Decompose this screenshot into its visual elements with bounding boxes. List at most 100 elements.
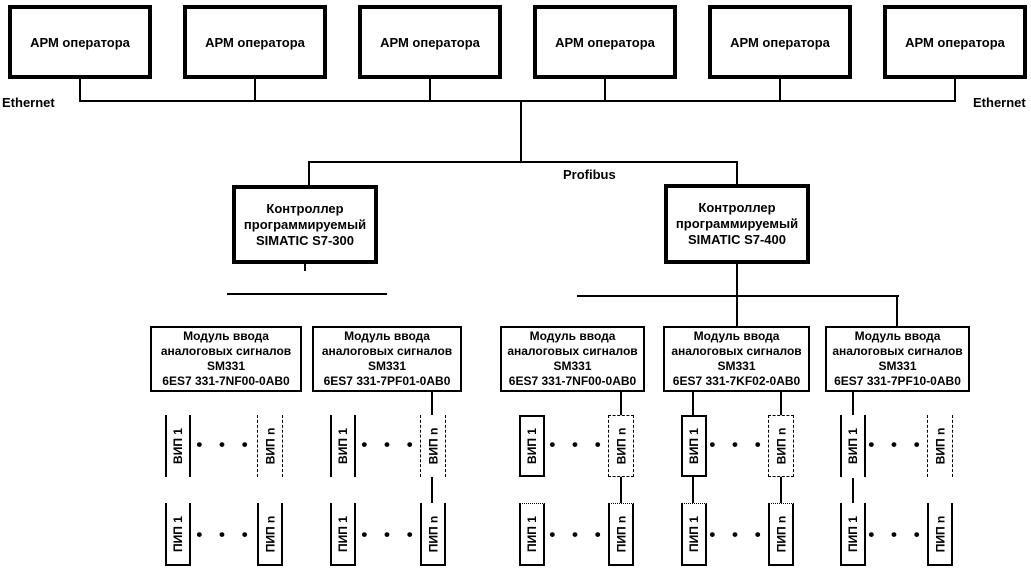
pip-ellipsis: • • • [196,525,254,544]
pip-1-label: ПИП 1 [846,515,861,552]
module-3-box: Модуль ввода аналоговых сигналов SM331 6… [500,326,645,392]
pip-n-box: ПИП n [420,503,446,566]
s7-400-sub-bus-line [577,295,899,297]
arm-operator-box: АРМ оператора [8,5,152,79]
module-5-vip-1-connector-line [852,392,854,415]
arm-drop-line [429,79,431,101]
module-2-box: Модуль ввода аналоговых сигналов SM331 6… [312,326,462,392]
vip-n-label: ВИП n [426,427,440,465]
s7-400-riser-line [736,162,738,184]
vip-1-label: ВИП 1 [525,428,539,464]
vip-n-label: ВИП n [933,427,947,465]
module-5-drop-line [896,296,898,326]
pip-n-box: ПИП n [608,503,634,566]
controller-s7-400-box: Контроллер программируемый SIMATIC S7-40… [664,184,810,264]
module-5-line: аналоговых сигналов [832,344,963,358]
arm-drop-line [779,79,781,101]
module-4-line: аналоговых сигналов [671,344,802,358]
vip-n-box: ВИП n [608,415,634,477]
profibus-bus-line [308,161,738,163]
s7-300-sub-bus-line [227,293,387,295]
ethernet-label-right: Ethernet [973,95,1026,110]
controller-s7-300-line: программируемый [243,216,367,232]
module-5-line: 6ES7 331-7PF10-0AB0 [834,374,961,388]
module-1-line: 6ES7 331-7NF00-0AB0 [162,374,290,388]
vip-1-label: ВИП 1 [846,428,860,464]
pip-ellipsis: • • • [709,525,767,544]
module-2-line: аналоговых сигналов [321,344,453,358]
s7-300-stub-line [304,264,306,271]
pip-1-box: ПИП 1 [840,503,866,566]
vip-1-box: ВИП 1 [840,415,866,477]
module-3-line: аналоговых сигналов [507,344,638,358]
module-3-line: SM331 [553,359,592,373]
pip-n-label: ПИП n [426,515,441,552]
vip-n-box: ВИП n [927,415,953,477]
vip-1-label: ВИП 1 [171,428,185,464]
arm-operator-label: АРМ оператора [730,34,830,50]
module-1-line: Модуль ввода [183,329,269,343]
pip-ellipsis: • • • [549,525,607,544]
arm-drop-line [954,79,956,101]
arm-drop-line [79,79,81,101]
module-5-pip-1-connector-line [852,478,854,503]
module-2-line: Модуль ввода [344,329,430,343]
module-2-pip-n-connector-line [431,477,433,503]
module-3-vip-n-connector-line [620,392,622,415]
controller-s7-300-box: Контроллер программируемый SIMATIC S7-30… [232,185,378,264]
vip-1-label: ВИП 1 [336,428,350,464]
module-4-vip-1-connector-line [692,392,694,415]
arm-operator-label: АРМ оператора [380,34,480,50]
pip-n-box: ПИП n [927,503,953,566]
module-4-pip-1-connector-line [692,477,694,503]
module-1-line: аналоговых сигналов [160,344,292,358]
module-1-box: Модуль ввода аналоговых сигналов SM331 6… [150,326,302,392]
arm-operator-box: АРМ оператора [883,5,1027,79]
vip-ellipsis: • • • [709,435,767,454]
vip-n-label: ВИП n [614,427,628,465]
arm-operator-box: АРМ оператора [533,5,677,79]
module-4-pip-n-connector-line [780,477,782,503]
module-2-line: SM331 [367,359,407,373]
arm-operator-box: АРМ оператора [708,5,852,79]
module-4-drop-line [736,296,738,326]
ethernet-label-left: Ethernet [2,95,55,110]
arm-operator-box: АРМ оператора [183,5,327,79]
pip-1-label: ПИП 1 [687,516,702,552]
controller-s7-300-line: SIMATIC S7-300 [255,232,354,248]
vip-ellipsis: • • • [868,435,926,454]
vip-n-box: ВИП n [420,415,446,477]
vip-ellipsis: • • • [549,435,607,454]
arm-operator-label: АРМ оператора [905,34,1005,50]
module-2-vip-n-connector-line [431,392,433,415]
vip-1-box: ВИП 1 [681,415,707,477]
vip-n-box: ВИП n [257,415,283,477]
arm-operator-label: АРМ оператора [555,34,655,50]
arm-operator-box: АРМ оператора [358,5,502,79]
s7-400-down-line [736,264,738,297]
pip-n-label: ПИП n [774,515,789,553]
module-1-line: SM331 [206,359,246,373]
arm-operator-label: АРМ оператора [30,34,130,50]
pip-1-label: ПИП 1 [525,516,540,552]
pip-1-box: ПИП 1 [165,503,191,566]
ethernet-bus-line [79,100,956,102]
vip-ellipsis: • • • [361,435,419,454]
vip-ellipsis: • • • [196,435,254,454]
module-5-line: Модуль ввода [854,329,941,343]
controller-s7-300-line: Контроллер [266,200,344,216]
pip-1-label: ПИП 1 [336,515,351,552]
pip-n-box: ПИП n [768,503,794,566]
pip-n-label: ПИП n [614,515,629,553]
controller-s7-400-line: Контроллер [698,200,776,215]
vip-1-box: ВИП 1 [519,415,545,477]
arm-drop-line [254,79,256,101]
module-5-line: SM331 [878,359,917,373]
arm-operator-label: АРМ оператора [205,34,305,50]
pip-1-label: ПИП 1 [171,515,186,552]
module-4-vip-n-connector-line [780,392,782,415]
pip-ellipsis: • • • [361,525,419,544]
module-3-line: 6ES7 331-7NF00-0AB0 [508,374,637,388]
module-4-line: SM331 [717,359,756,373]
pip-n-label: ПИП n [263,515,278,552]
